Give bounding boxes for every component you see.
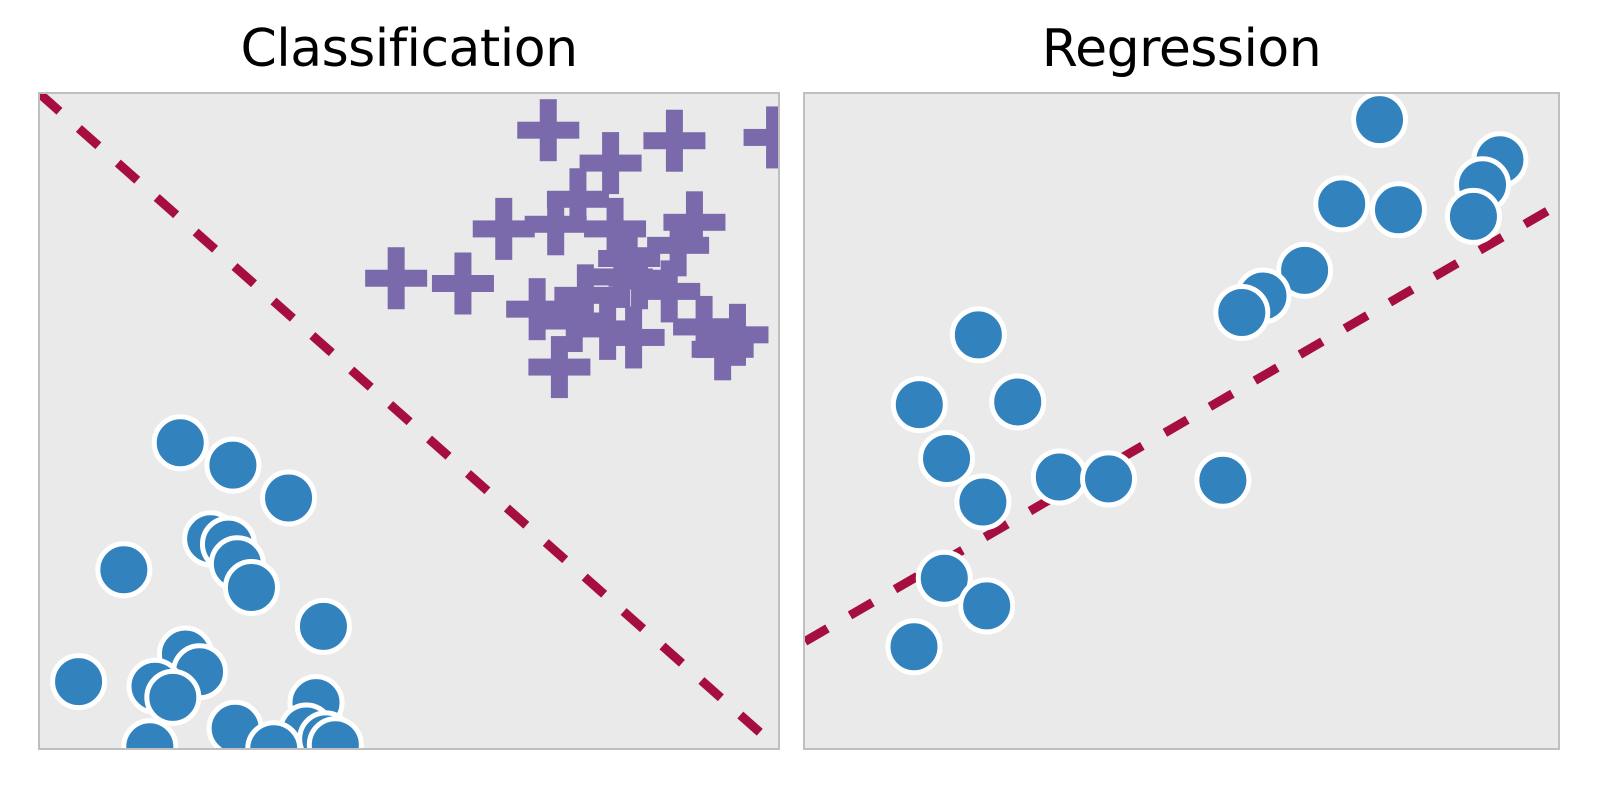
data-point-circle <box>151 414 209 472</box>
data-point-circle <box>890 376 948 434</box>
data-point-circle <box>1213 283 1271 341</box>
panel-classification: Classification <box>38 20 780 750</box>
data-point-circle <box>1080 450 1138 508</box>
data-point-circle <box>95 541 153 599</box>
data-point-circle <box>949 306 1007 364</box>
axes-classification <box>38 92 780 750</box>
data-point-circle <box>144 668 202 726</box>
data-point-plus <box>365 247 428 310</box>
data-point-plus <box>528 336 591 399</box>
data-point-circle <box>306 716 364 748</box>
data-point-plus <box>431 252 494 315</box>
data-point-circle <box>294 597 352 655</box>
data-point-plus <box>517 99 580 162</box>
data-point-circle <box>1444 187 1502 245</box>
data-point-plus <box>506 278 569 341</box>
regression-plot-area <box>805 94 1558 676</box>
data-point-circle <box>1276 241 1334 299</box>
panel-regression: Regression <box>803 20 1560 750</box>
data-point-circle <box>1194 451 1252 509</box>
data-point-circle <box>1030 448 1088 506</box>
data-point-circle <box>204 436 262 494</box>
data-point-plus <box>691 318 754 381</box>
data-point-plus <box>602 306 665 369</box>
data-point-plus <box>472 197 535 260</box>
data-point-circle <box>245 720 303 748</box>
data-point-circle <box>918 430 976 488</box>
data-point-circle <box>260 469 318 527</box>
data-point-circle <box>1369 181 1427 239</box>
panel-title-classification: Classification <box>240 19 578 79</box>
data-point-plus <box>608 247 671 310</box>
data-point-plus <box>643 109 706 172</box>
axes-regression <box>803 92 1560 750</box>
classification-plot-area <box>40 94 778 748</box>
data-point-circle <box>121 718 179 748</box>
data-point-plus <box>743 106 778 169</box>
data-point-circle <box>958 577 1016 635</box>
data-point-circle <box>50 653 108 711</box>
regression-fit-line <box>805 199 1558 646</box>
data-point-circle <box>915 549 973 607</box>
data-point-circle <box>1313 175 1371 233</box>
data-point-plus <box>638 260 701 323</box>
data-point-circle <box>1351 94 1409 149</box>
data-point-circle <box>954 473 1012 531</box>
data-point-plus <box>524 193 587 256</box>
data-point-circle <box>222 559 280 616</box>
panel-title-regression: Regression <box>1041 19 1322 79</box>
decision-boundary-line <box>40 94 778 748</box>
data-point-circle <box>989 373 1047 431</box>
data-point-circle <box>885 618 943 676</box>
data-point-plus <box>579 132 642 195</box>
